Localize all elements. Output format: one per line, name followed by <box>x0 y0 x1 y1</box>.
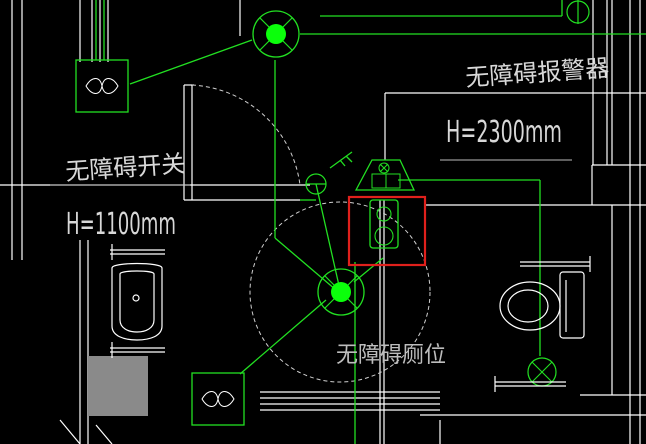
exhaust-fan-icon <box>191 372 245 426</box>
column-block <box>88 356 148 416</box>
toilet-icon <box>494 256 591 392</box>
door-swing <box>191 84 431 383</box>
wash-basin-icon <box>110 244 165 358</box>
alarm-height-label: H=2300mm <box>446 115 562 150</box>
pull-switch-icon <box>305 173 327 195</box>
ceiling-lamp-icon <box>252 10 300 58</box>
highlight-box <box>347 195 427 267</box>
exhaust-fan-icon <box>75 59 129 113</box>
ceiling-lamp-icon <box>566 0 590 24</box>
switch-height-label: H=1100mm <box>66 207 176 242</box>
wiring <box>95 0 646 444</box>
alarm-bell-icon <box>354 159 416 249</box>
dimension-lines <box>50 159 572 186</box>
alarm-title-label: 无障碍报警器 <box>464 54 610 92</box>
toilet-title-label: 无障碍厕位 <box>336 343 446 368</box>
ceiling-lamp-icon <box>317 268 365 316</box>
switch-title-label: 无障碍开关 <box>64 150 186 186</box>
